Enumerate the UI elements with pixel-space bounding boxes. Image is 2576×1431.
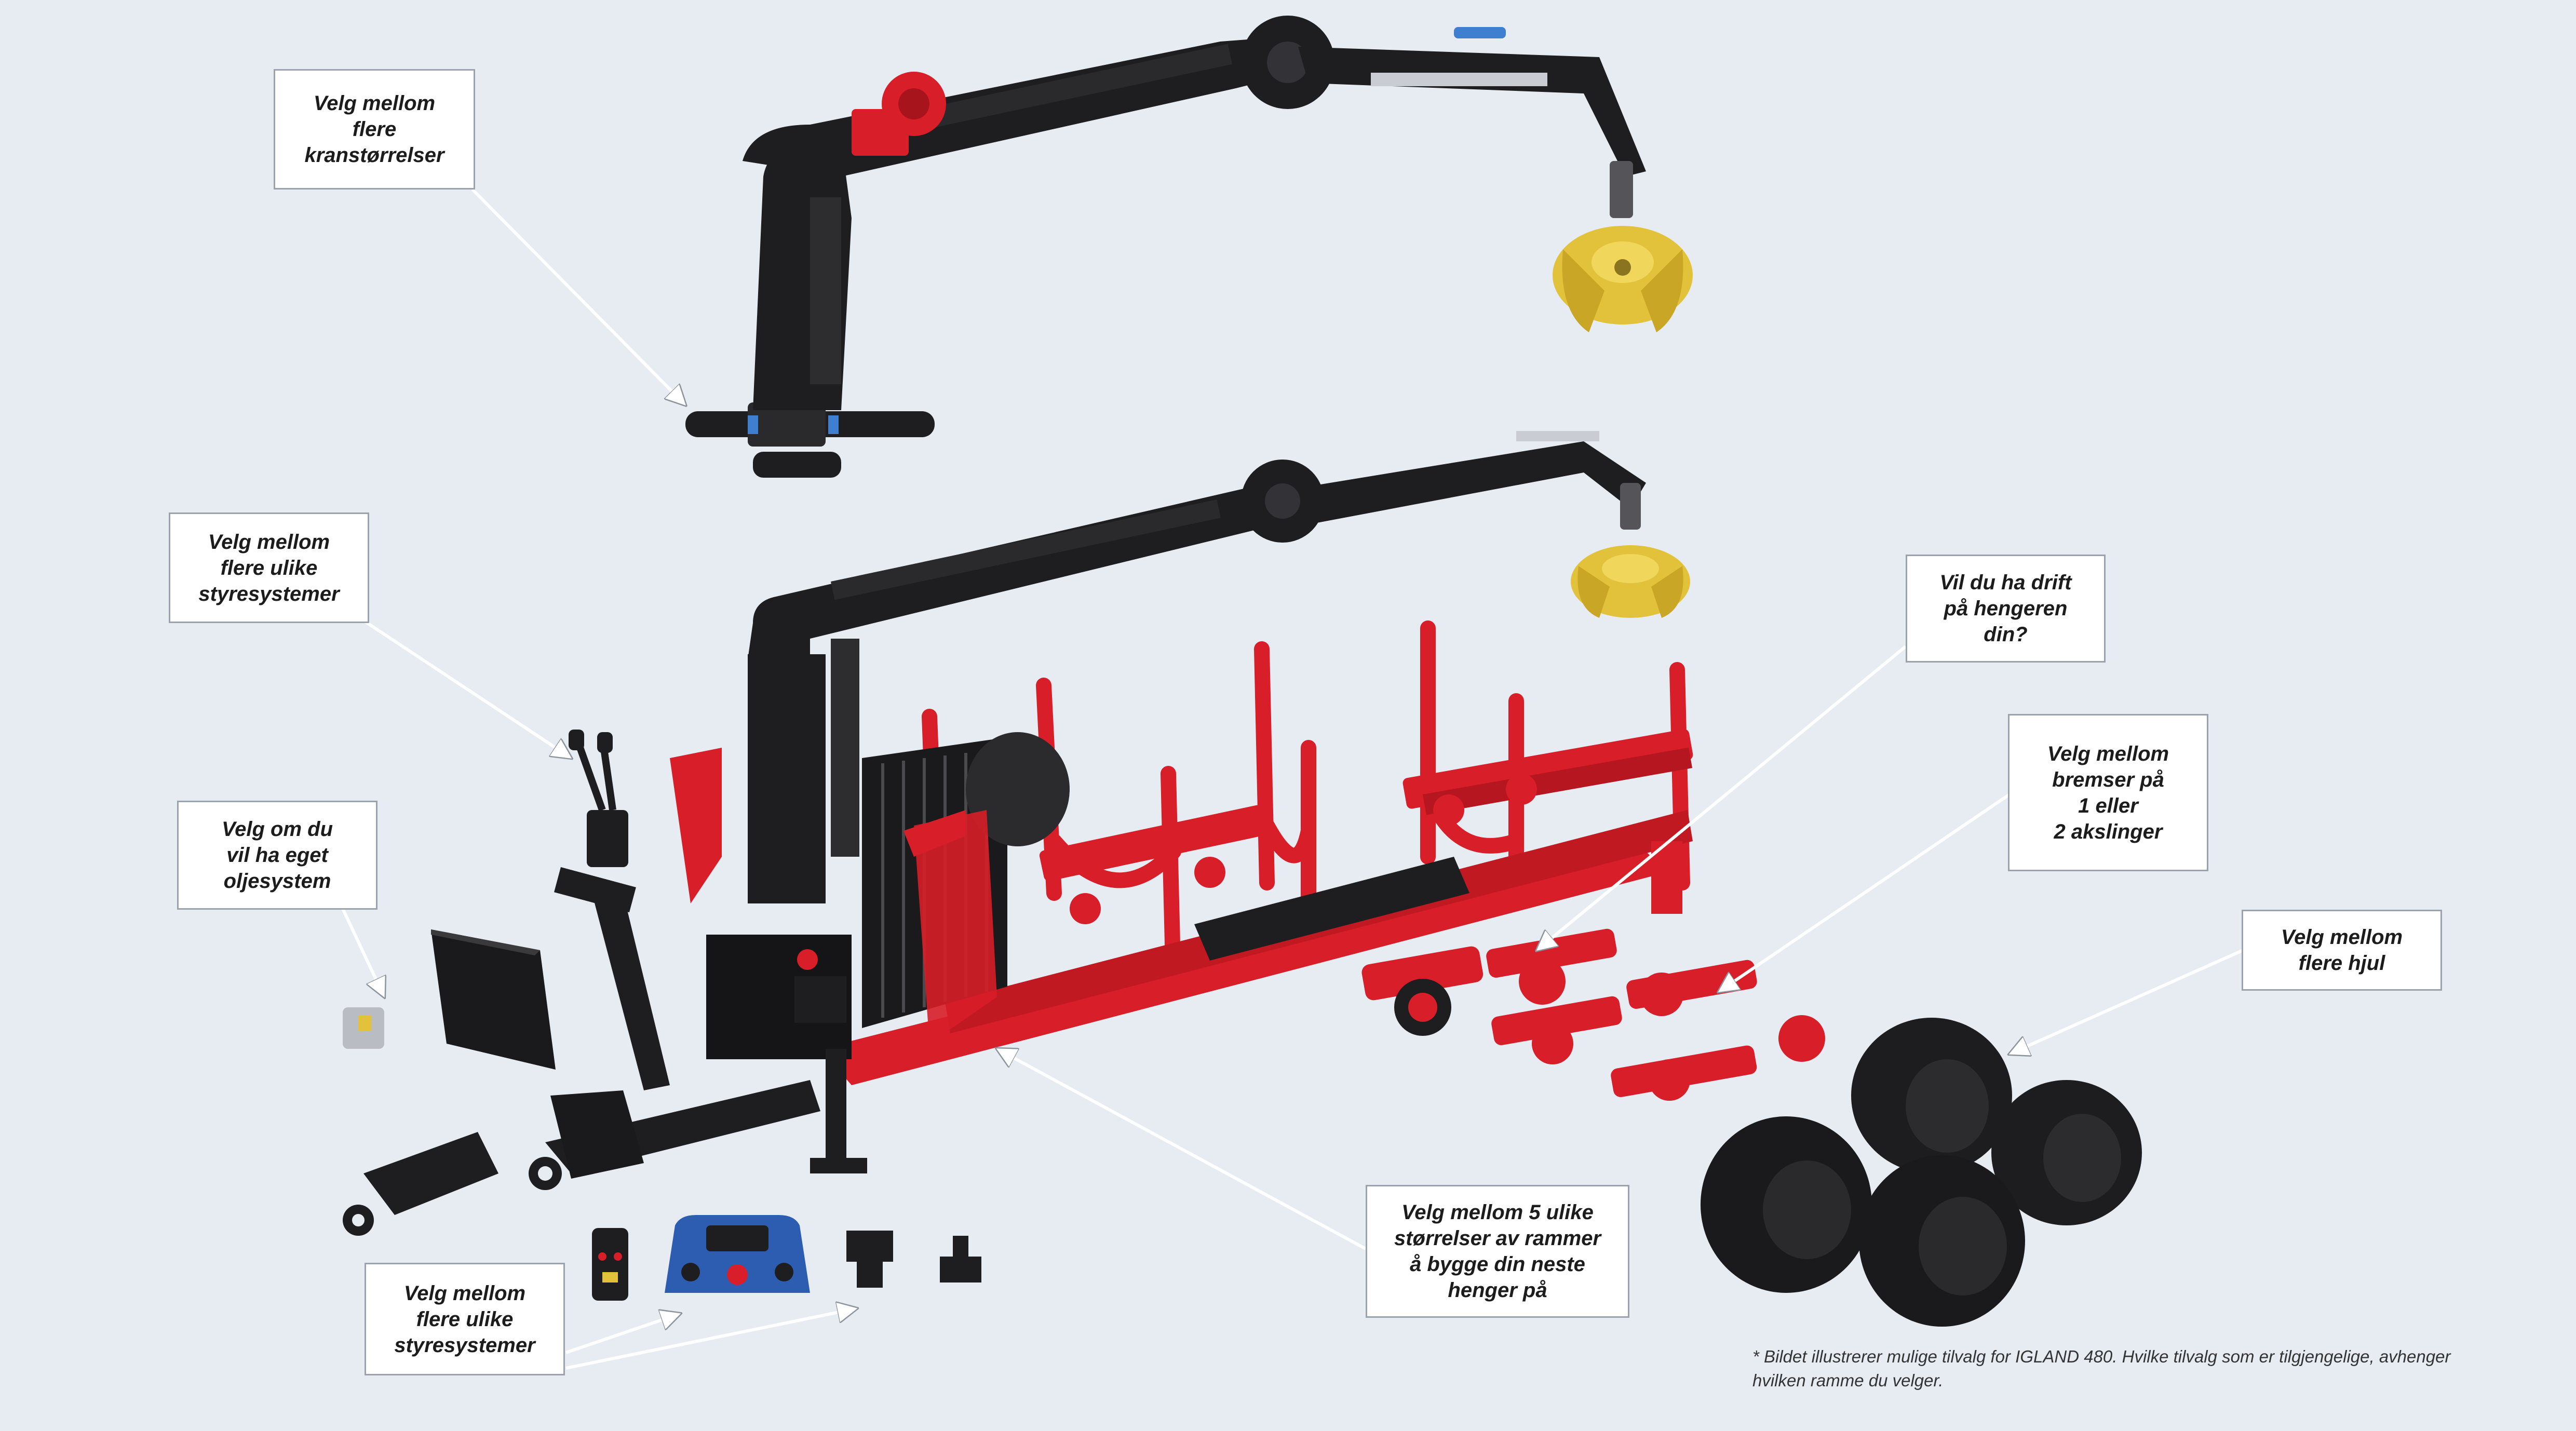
upper-crane	[685, 16, 1693, 478]
callout-brakes: Velg mellom bremser på 1 eller 2 aksling…	[2008, 714, 2208, 871]
front-grille	[862, 732, 1070, 1044]
callout-drive: Vil du ha drift på hengeren din?	[1906, 555, 2106, 663]
wheels	[1701, 1018, 2142, 1327]
drawbar-eye-part	[343, 1132, 498, 1236]
oil-tank	[343, 929, 556, 1070]
callout-control-systems-bottom: Velg mellom flere ulike styresystemer	[365, 1263, 565, 1375]
footnote: * Bildet illustrerer mulige tilvalg for …	[1752, 1347, 2451, 1390]
callout-crane-sizes: Velg mellom flere kranstørrelser	[274, 69, 475, 190]
lever-valve	[569, 730, 628, 867]
drawbar	[529, 867, 820, 1190]
hydraulic-block	[670, 748, 867, 1173]
callout-control-systems-top: Velg mellom flere ulike styresystemer	[169, 512, 369, 623]
lower-crane	[748, 431, 1690, 903]
callout-oil-system: Velg om du vil ha eget oljesystem	[177, 801, 377, 910]
control-devices	[592, 1215, 981, 1301]
callout-frame-sizes: Velg mellom 5 ulike størrelser av rammer…	[1366, 1185, 1629, 1318]
leader-lines	[341, 188, 2244, 1370]
callout-wheels: Velg mellom flere hjul	[2242, 910, 2442, 991]
brake-axles	[1361, 928, 1825, 1101]
trailer-chassis	[820, 729, 1693, 1085]
